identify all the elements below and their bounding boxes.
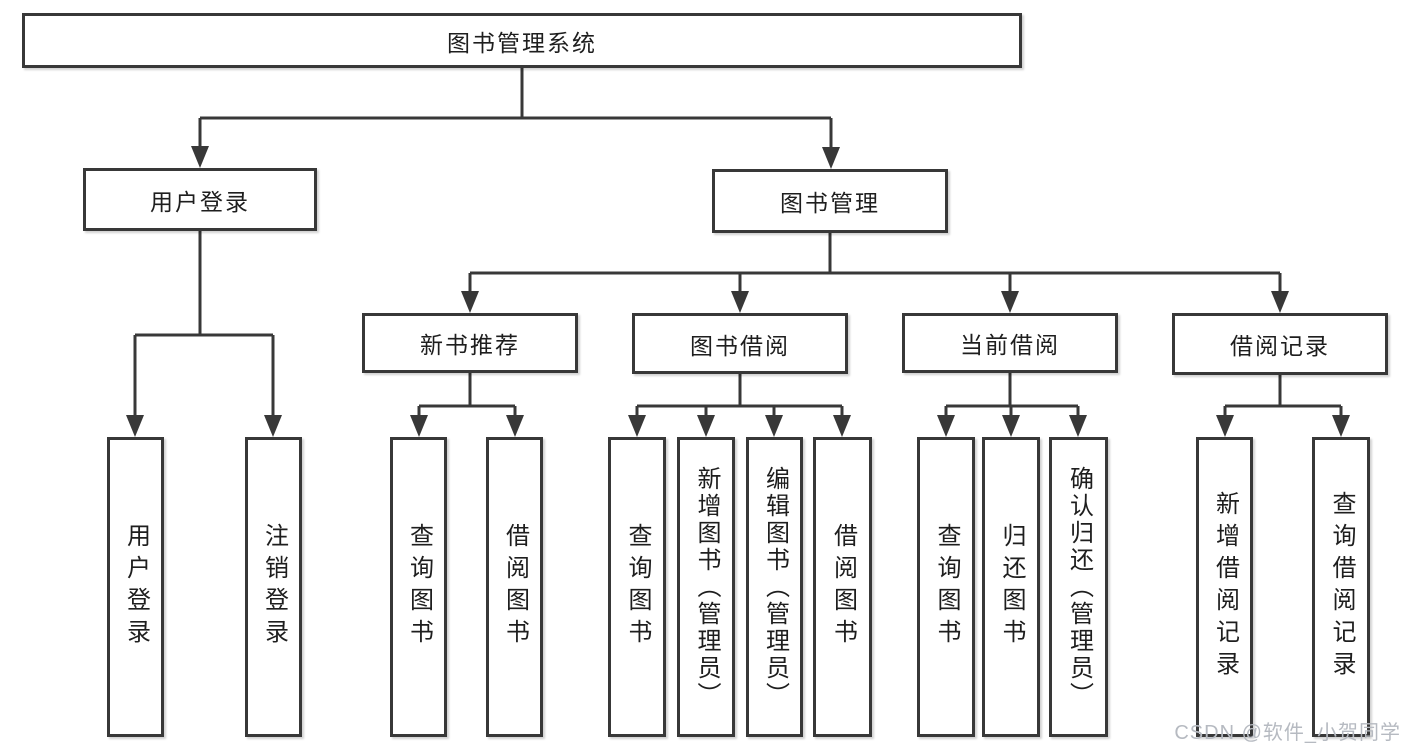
leaf-current-return-books: 归还图书 — [982, 437, 1040, 737]
node-current-borrowing: 当前借阅 — [902, 313, 1118, 373]
connector-book-management-branch — [468, 233, 1282, 295]
leaf-rec-query-books: 查询图书 — [390, 437, 447, 737]
connector-borrowing-records-branch — [1223, 375, 1343, 420]
leaf-logout: 注销登录 — [245, 437, 302, 737]
connector-new-book-recommendation-branch — [417, 373, 517, 420]
node-label: 查询图书 — [933, 523, 960, 651]
node-new-book-recommendation: 新书推荐 — [362, 313, 578, 373]
arrowheads — [126, 146, 1350, 437]
node-label: 新增图书（管理员） — [693, 465, 720, 709]
leaf-borrow-add-books-admin: 新增图书（管理员） — [677, 437, 735, 737]
node-label: 借阅图书 — [829, 523, 857, 651]
connector-user-login-branch — [133, 231, 275, 420]
node-label: 图书管理 — [780, 190, 880, 216]
node-label: 归还图书 — [998, 523, 1025, 651]
node-label: 新书推荐 — [420, 332, 520, 358]
leaf-current-query-books: 查询图书 — [917, 437, 975, 737]
node-label: 编辑图书（管理员） — [761, 465, 789, 709]
connector-current-borrowing-branch — [944, 373, 1080, 420]
leaf-borrow-query-books: 查询图书 — [608, 437, 666, 737]
node-label: 查询借阅记录 — [1328, 491, 1355, 683]
node-label: 用户登录 — [122, 523, 150, 651]
node-book-management: 图书管理 — [712, 169, 948, 233]
node-label: 图书借阅 — [690, 332, 790, 359]
node-label: 注销登录 — [260, 523, 288, 651]
leaf-records-query-record: 查询借阅记录 — [1312, 437, 1370, 737]
node-label: 查询图书 — [624, 523, 651, 651]
leaf-rec-borrow-books: 借阅图书 — [486, 437, 543, 737]
connector-book-borrowing-branch — [635, 374, 844, 420]
node-label: 查询图书 — [405, 523, 433, 651]
node-label: 新增借阅记录 — [1211, 491, 1239, 683]
node-book-borrowing: 图书借阅 — [632, 313, 848, 374]
leaf-current-confirm-return-admin: 确认归还（管理员） — [1049, 437, 1108, 737]
node-library-management-system: 图书管理系统 — [22, 13, 1022, 68]
node-label: 确认归还（管理员） — [1065, 465, 1093, 709]
leaf-records-add-record: 新增借阅记录 — [1196, 437, 1253, 737]
leaf-borrow-borrow-books: 借阅图书 — [813, 437, 872, 737]
node-label: 借阅记录 — [1230, 333, 1330, 359]
node-label: 用户登录 — [150, 188, 250, 215]
csdn-watermark: CSDN @软件_小贺同学 — [1174, 722, 1401, 744]
node-label: 图书管理系统 — [447, 29, 597, 56]
node-user-login: 用户登录 — [83, 168, 317, 231]
node-label: 借阅图书 — [501, 523, 529, 651]
node-borrowing-records: 借阅记录 — [1172, 313, 1388, 375]
leaf-borrow-edit-books-admin: 编辑图书（管理员） — [746, 437, 803, 737]
leaf-user-login: 用户登录 — [107, 437, 164, 737]
node-label: 当前借阅 — [960, 332, 1060, 358]
connector-root-to-level2 — [198, 68, 833, 150]
